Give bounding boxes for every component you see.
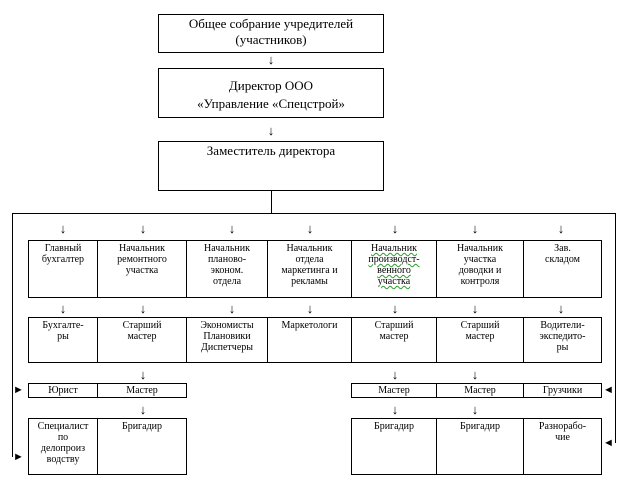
warehouse-head-box: Зав. складом	[523, 240, 602, 298]
arrow-left-icon: ◄	[603, 437, 614, 449]
repair-section-head-box: Начальник ремонтного участка	[97, 240, 187, 298]
production-senior-master-box: Старший мастер	[351, 317, 437, 363]
chief-accountant-box: Главный бухгалтер	[28, 240, 98, 298]
records-specialist-box: Специалист по делопроиз водству	[28, 418, 98, 475]
arrow-down-icon: ↓	[139, 301, 147, 316]
arrow-down-icon: ↓	[471, 301, 479, 316]
drivers-box: Водители- экспедито- ры	[523, 317, 602, 363]
marketers-box: Маркетологи	[267, 317, 352, 363]
arrow-down-icon: ↓	[557, 221, 565, 236]
production-head-box: Начальник производст- венного участка	[351, 240, 437, 298]
arrow-down-icon: ↓	[306, 221, 314, 236]
arrow-down-icon: ↓	[306, 301, 314, 316]
founders-assembly-box: Общее собрание учредителей (участников)	[158, 14, 384, 53]
control-senior-master-box: Старший мастер	[436, 317, 524, 363]
marketing-head-box: Начальник отдела маркетинга и рекламы	[267, 240, 352, 298]
laborers-box: Разнорабо- чие	[523, 418, 602, 475]
arrow-down-icon: ↓	[228, 221, 236, 236]
right-bus	[615, 213, 616, 443]
arrow-down-icon: ↓	[139, 221, 147, 236]
production-brigadier-box: Бригадир	[351, 418, 437, 475]
arrow-down-icon: ↓	[59, 221, 67, 236]
horizontal-bus	[12, 213, 616, 214]
arrow-down-icon: ↓	[267, 123, 275, 138]
repair-senior-master-box: Старший мастер	[97, 317, 187, 363]
arrow-left-icon: ◄	[603, 384, 614, 396]
accountants-box: Бухгалте- ры	[28, 317, 98, 363]
arrow-down-icon: ↓	[391, 367, 399, 382]
arrow-down-icon: ↓	[267, 52, 275, 67]
arrow-down-icon: ↓	[471, 402, 479, 417]
arrow-down-icon: ↓	[471, 367, 479, 382]
loaders-box: Грузчики	[523, 383, 602, 398]
arrow-down-icon: ↓	[228, 301, 236, 316]
arrow-down-icon: ↓	[391, 301, 399, 316]
repair-master-box: Мастер	[97, 383, 187, 398]
arrow-down-icon: ↓	[139, 367, 147, 382]
control-brigadier-box: Бригадир	[436, 418, 524, 475]
arrow-down-icon: ↓	[471, 221, 479, 236]
arrow-down-icon: ↓	[139, 402, 147, 417]
production-master-box: Мастер	[351, 383, 437, 398]
control-section-head-box: Начальник участка доводки и контроля	[436, 240, 524, 298]
economists-box: Экономисты Плановики Диспетчеры	[186, 317, 268, 363]
deputy-director-box: Заместитель директора	[158, 141, 384, 191]
arrow-down-icon: ↓	[391, 402, 399, 417]
control-master-box: Мастер	[436, 383, 524, 398]
left-bus	[12, 213, 13, 457]
lawyer-box: Юрист	[28, 383, 98, 398]
repair-brigadier-box: Бригадир	[97, 418, 187, 475]
arrow-down-icon: ↓	[391, 221, 399, 236]
arrow-right-icon: ►	[13, 451, 24, 463]
planning-dept-head-box: Начальник планово- эконом. отдела	[186, 240, 268, 298]
arrow-right-icon: ►	[13, 384, 24, 396]
arrow-down-icon: ↓	[59, 301, 67, 316]
arrow-down-icon: ↓	[557, 301, 565, 316]
deputy-connector	[271, 191, 272, 213]
director-box: Директор ООО «Управление «Спецстрой»	[158, 68, 384, 118]
